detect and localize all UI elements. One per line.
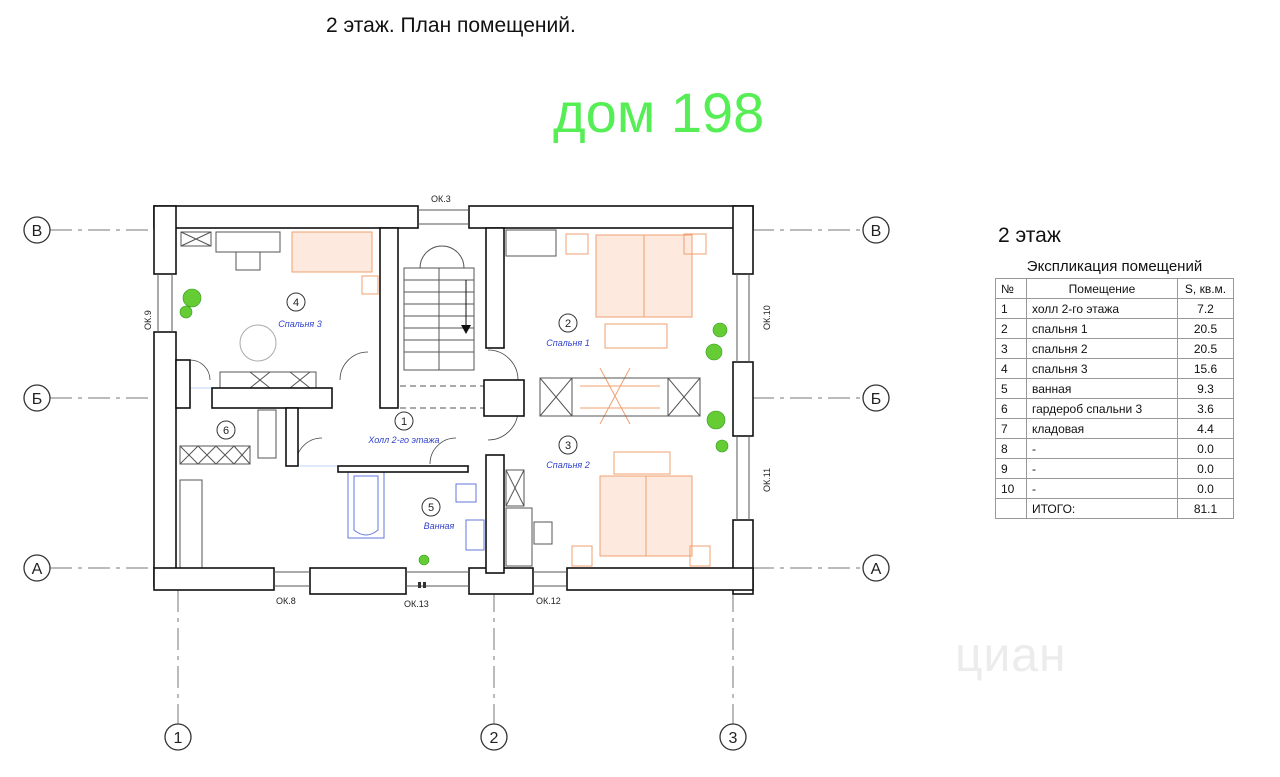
grid-label-1: 1 bbox=[174, 730, 183, 747]
window-label-ok3: ОК.3 bbox=[431, 194, 451, 204]
walls bbox=[153, 205, 754, 595]
grid-label-a-right: А bbox=[871, 561, 882, 578]
cell-name: кладовая bbox=[1026, 418, 1178, 439]
cell-num: 7 bbox=[995, 418, 1027, 439]
cell-name: спальня 3 bbox=[1026, 358, 1178, 379]
window-label-ok9: ОК.9 bbox=[143, 310, 153, 330]
cell-name: спальня 1 bbox=[1026, 318, 1178, 339]
house-label: дом 198 bbox=[553, 81, 765, 144]
table-total-row: ИТОГО:81.1 bbox=[995, 498, 1234, 519]
cell-area: 3.6 bbox=[1177, 398, 1234, 419]
table-row: 8-0.0 bbox=[995, 438, 1234, 459]
explication-caption: Экспликация помещений bbox=[995, 254, 1234, 279]
window-label-ok11: ОК.11 bbox=[762, 468, 772, 492]
cell-area: 9.3 bbox=[1177, 378, 1234, 399]
cell-name: холл 2-го этажа bbox=[1026, 298, 1178, 319]
grid-label-v-right: В bbox=[871, 223, 882, 240]
grid-label-b-right: Б bbox=[871, 391, 882, 408]
table-row: 10-0.0 bbox=[995, 478, 1234, 499]
room-label-2: Спальня 1 bbox=[546, 338, 589, 348]
window-label-ok12: ОК.12 bbox=[536, 596, 561, 606]
cell-name: гардероб спальни 3 bbox=[1026, 398, 1178, 419]
cell-num: 2 bbox=[995, 318, 1027, 339]
room-number-1: 1 bbox=[401, 416, 407, 428]
cell-num: 10 bbox=[995, 478, 1027, 499]
grid-label-b-left: Б bbox=[32, 391, 43, 408]
header-area: S, кв.м. bbox=[1177, 278, 1234, 299]
cell-num: 1 bbox=[995, 298, 1027, 319]
page-title: 2 этаж. План помещений. bbox=[326, 14, 576, 37]
cell-name: - bbox=[1026, 458, 1178, 479]
grid-label-3: 3 bbox=[729, 730, 738, 747]
room-number-3: 3 bbox=[565, 440, 571, 452]
cell-area: 20.5 bbox=[1177, 318, 1234, 339]
room-label-1: Холл 2-го этажа bbox=[367, 435, 439, 445]
cell-area: 0.0 bbox=[1177, 438, 1234, 459]
total-label: ИТОГО: bbox=[1026, 498, 1178, 519]
grid-label-a-left: А bbox=[32, 561, 43, 578]
furniture bbox=[291, 231, 711, 567]
grid-label-v-left: В bbox=[32, 223, 43, 240]
cell-num: 8 bbox=[995, 438, 1027, 459]
room-label-4: Спальня 3 bbox=[278, 319, 321, 329]
explication-table: Экспликация помещений № Помещение S, кв.… bbox=[995, 254, 1234, 519]
plants bbox=[179, 288, 729, 566]
room-label-5: Ванная bbox=[424, 521, 455, 531]
room-number-2: 2 bbox=[565, 318, 571, 330]
cell-name: - bbox=[1026, 438, 1178, 459]
cell-area: 0.0 bbox=[1177, 478, 1234, 499]
window-label-ok13: ОК.13 bbox=[404, 599, 429, 609]
room-number-5: 5 bbox=[428, 502, 434, 514]
header-num: № bbox=[995, 278, 1027, 299]
cell-num: 5 bbox=[995, 378, 1027, 399]
explication-header-row: № Помещение S, кв.м. bbox=[995, 278, 1234, 299]
cell-name: ванная bbox=[1026, 378, 1178, 399]
room-number-4: 4 bbox=[293, 297, 299, 309]
explication-caption-row: Экспликация помещений bbox=[995, 254, 1234, 279]
grid-markers bbox=[23, 216, 890, 751]
room-label-3: Спальня 2 bbox=[546, 460, 589, 470]
grid-label-2: 2 bbox=[490, 730, 499, 747]
window-label-ok8: ОК.8 bbox=[276, 596, 296, 606]
window-label-ok10: ОК.10 bbox=[762, 305, 772, 330]
cell-num: 6 bbox=[995, 398, 1027, 419]
cell-name: спальня 2 bbox=[1026, 338, 1178, 359]
cell-num: 3 bbox=[995, 338, 1027, 359]
table-row: 9-0.0 bbox=[995, 458, 1234, 479]
cell-num bbox=[995, 498, 1027, 519]
cell-area: 7.2 bbox=[1177, 298, 1234, 319]
header-room: Помещение bbox=[1026, 278, 1178, 299]
room-number-6: 6 bbox=[223, 425, 229, 437]
cell-name: - bbox=[1026, 478, 1178, 499]
total-value: 81.1 bbox=[1177, 498, 1234, 519]
cell-num: 4 bbox=[995, 358, 1027, 379]
watermark-logo: циан bbox=[955, 629, 1067, 682]
cell-area: 20.5 bbox=[1177, 338, 1234, 359]
cell-area: 0.0 bbox=[1177, 458, 1234, 479]
floor-title: 2 этаж bbox=[998, 224, 1061, 247]
cell-area: 4.4 bbox=[1177, 418, 1234, 439]
cell-area: 15.6 bbox=[1177, 358, 1234, 379]
cell-num: 9 bbox=[995, 458, 1027, 479]
